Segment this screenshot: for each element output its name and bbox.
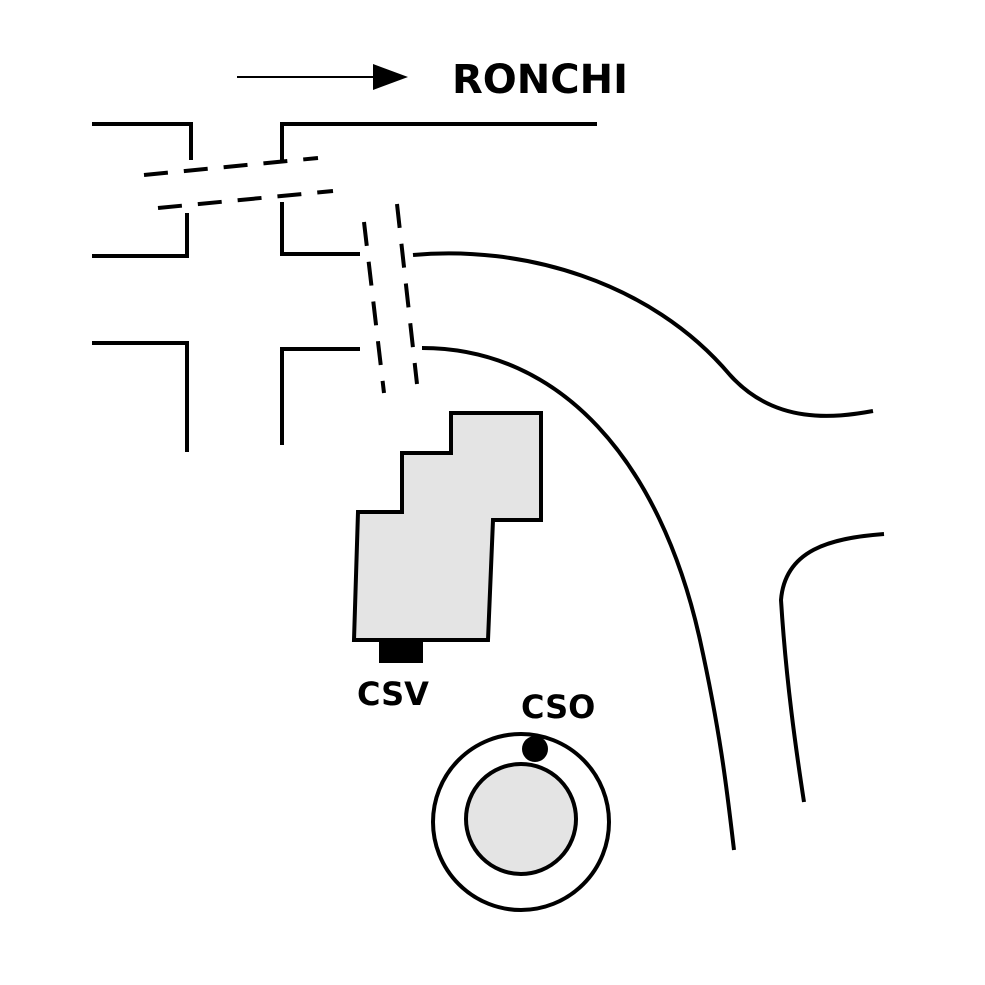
arrow-head-icon: [373, 64, 408, 90]
crossing-line: [395, 203, 419, 385]
road-curve-right: [778, 532, 885, 803]
road-edge: [280, 202, 360, 256]
roundabout: [431, 732, 611, 912]
road-curve-upper: [412, 251, 874, 418]
csv-label: CSV: [357, 675, 429, 713]
direction-arrow: [237, 64, 408, 90]
road-edge: [92, 213, 189, 258]
building: [351, 411, 543, 642]
road-edge: [92, 341, 189, 452]
pedestrian-crossings: [143, 156, 419, 394]
road-edge: [280, 122, 597, 160]
road-curve-lower: [421, 346, 736, 851]
road-edge: [92, 122, 193, 160]
street-grid: [92, 122, 597, 452]
crossing-line: [143, 156, 319, 177]
roundabout-outer-ring: [431, 732, 611, 912]
direction-label: RONCHI: [452, 57, 628, 103]
curved-roads: [412, 251, 885, 851]
cso-marker: [522, 736, 548, 762]
crossing-line: [157, 189, 334, 210]
cso-label: CSO: [521, 688, 595, 726]
csv-marker: [379, 640, 423, 663]
roundabout-island: [464, 762, 578, 876]
crossing-line: [362, 221, 386, 394]
road-edge: [280, 347, 360, 445]
